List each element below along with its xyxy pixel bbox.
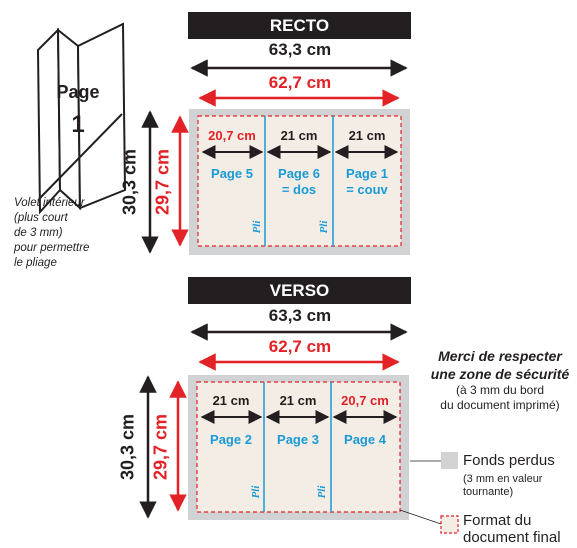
recto-panel-name-line: Page 5 [211,166,253,181]
recto-final-width-label: 62,7 cm [268,73,332,92]
folded-leaflet-illustration [36,22,127,215]
inner-flap-note-line: le pliage [14,257,57,269]
final-format-pointer-line [399,509,442,525]
recto-panel-name-line: Page 1 [346,166,388,181]
legend-final-format-swatch [440,515,459,534]
verso-final-width-label: 62,7 cm [268,337,332,356]
safety-zone-subtitle-line: (à 3 mm du bord [455,383,545,397]
verso-panel-width-label: 21 cm [212,393,250,408]
folded-page-number: 1 [71,111,85,138]
recto-panel-name: Page 5 [200,166,264,182]
legend-bleed-swatch [441,452,458,469]
legend-bleed-title: Fonds perdus [463,452,555,469]
verso-bleed-height-label: 30,3 cm [117,413,138,481]
legend-final-format-line: Format du [463,512,532,529]
verso-fold-label: Pli [316,485,328,499]
legend-bleed-subtitle-line: (3 mm en valeur [463,473,543,485]
verso-fold-label: Pli [250,485,262,499]
verso-final-format [196,381,401,513]
recto-panel-width-label: 20,7 cm [208,128,256,143]
safety-zone-title-line: Merci de respecter [438,348,562,364]
recto-panel-name-line: Page 6 [278,166,320,181]
safety-zone-subtitle-line: du document imprimé) [440,398,560,412]
verso-panel-name: Page 3 [277,432,319,447]
inner-flap-note-line: (plus court [14,212,68,224]
recto-bleed-height-label: 30,3 cm [119,148,140,216]
verso-panel-name: Page 4 [344,432,386,447]
recto-banner: RECTO [188,12,411,39]
verso-bleed-width-label: 63,3 cm [268,306,332,325]
safety-zone-title: Merci de respecter une zone de sécurité [420,347,577,383]
verso-panel-name: Page 2 [210,432,252,447]
verso-panel-width-label: 21 cm [279,393,317,408]
recto-fold-label: Pli [251,220,263,234]
legend-bleed-subtitle-line: tournante) [463,486,514,498]
recto-final-height-label: 29,7 cm [152,148,173,216]
recto-fold-label: Pli [318,220,330,234]
recto-bleed-width-label: 63,3 cm [268,40,332,59]
recto-panel-width-label: 21 cm [348,128,386,143]
legend-bleed-subtitle: (3 mm en valeur tournante) [463,473,542,499]
legend-final-format-title: Format du document final [463,512,561,546]
recto-panel-width-label: 21 cm [280,128,318,143]
folded-page-label: Page [56,82,100,102]
safety-zone-title-line: une zone de sécurité [430,366,570,382]
verso-banner: VERSO [188,277,411,304]
recto-panel-name: Page 1 = couv [335,166,399,198]
recto-panel-name: Page 6 = dos [267,166,331,198]
inner-flap-note: Volet intérieur (plus court de 3 mm) pou… [14,196,89,271]
verso-panel-width-label: 20,7 cm [341,393,389,408]
recto-final-format [197,115,402,247]
inner-flap-note-line: Volet intérieur [14,197,85,209]
recto-panel-name-line: = dos [281,182,317,197]
inner-flap-note-line: de 3 mm) [14,227,63,239]
safety-zone-subtitle: (à 3 mm du bord du document imprimé) [420,383,577,413]
inner-flap-note-line: pour permettre [14,242,90,254]
legend-final-format-line: document final [463,529,561,546]
recto-panel-name-line: = couv [346,182,388,197]
verso-final-height-label: 29,7 cm [150,413,171,481]
